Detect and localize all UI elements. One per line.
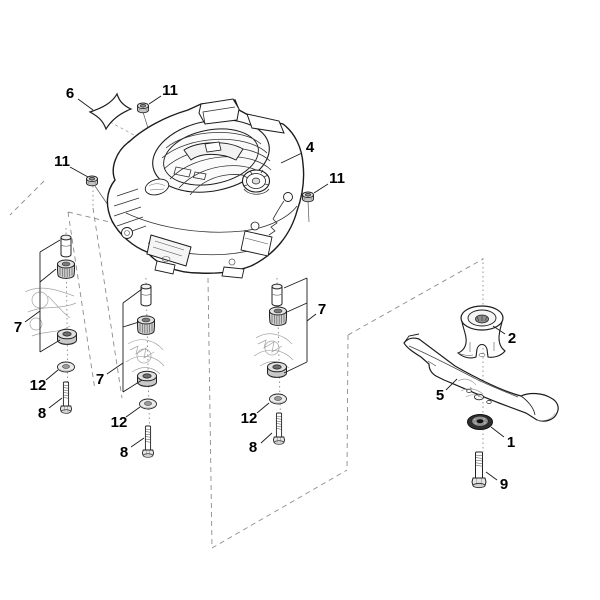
thin-guide-line [307,200,310,223]
callout-leader-line [306,313,317,322]
callout-leader-line [69,166,89,178]
callout-label-12-6[interactable]: 12 [30,377,47,394]
callout-leader-line [485,471,498,481]
bushing-washer [137,370,157,387]
callout-leader-line [313,183,329,194]
callout-leader-line [256,402,270,414]
callout-leader-line [130,437,145,448]
callout-leader-line [106,362,124,375]
blade-hub [456,305,506,359]
callout-leader-line [24,310,41,323]
dashed-plane-line [207,277,213,549]
callout-bracket-line [39,239,61,253]
mount-bolt [59,381,73,414]
callout-leader-line [490,426,505,438]
callout-label-2-14[interactable]: 2 [508,330,516,347]
callout-leader-line [45,369,59,381]
spark-plug-lead [268,192,293,236]
dashed-plane-line [346,334,349,471]
callout-leader-line [125,406,141,418]
callout-label-4-4[interactable]: 4 [306,139,315,156]
callout-leader-line [260,432,273,444]
callout-bracket-line [122,288,143,304]
callout-leader-line [445,378,458,391]
callout-label-11-3[interactable]: 11 [329,170,345,187]
callout-layer: 6 11 11 11 4 7 12 8 7 12 8 7 12 8 2 5 1 9 [14,82,516,493]
callout-label-6-0[interactable]: 6 [66,85,74,102]
construction-lines [9,111,484,549]
callout-label-11-2[interactable]: 11 [54,153,70,170]
mount-assembly-3 [253,283,294,445]
callout-bracket-line [39,339,61,353]
callout-bracket-line [286,302,308,313]
callout-label-7-8[interactable]: 7 [96,371,104,388]
washer [269,393,287,405]
callout-leader-line [492,325,506,335]
callout-label-12-12[interactable]: 12 [241,410,258,427]
flange-nut [137,102,149,114]
engine-illustration [106,98,305,279]
blade-bolt [471,451,487,489]
flange-nut [302,191,314,203]
washer [139,398,157,410]
foam-element [88,92,133,131]
blade-washer [467,414,493,430]
callout-bracket-line [39,268,57,283]
mount-boss-sketch [125,339,165,375]
knurled-bushing [268,306,288,326]
starter-handle-bracket [198,98,240,125]
callout-label-8-7[interactable]: 8 [38,405,46,422]
callout-label-5-15[interactable]: 5 [436,387,444,404]
knurled-bushing [56,259,76,279]
callout-bracket-line [283,361,308,374]
dashed-plane-line [9,180,45,216]
dashed-plane-line [92,207,123,399]
callout-leader-line [148,95,162,105]
callout-leader-line [77,98,94,111]
flange-nut [86,175,98,187]
callout-bracket-line [122,379,143,393]
engine-badge [144,178,170,196]
blade-stamp-marks [457,378,485,400]
dashed-plane-line [347,258,484,336]
stud [271,283,283,307]
callout-label-7-5[interactable]: 7 [14,319,22,336]
callout-label-7-11[interactable]: 7 [318,301,326,318]
dashed-plane-line [211,469,348,549]
carburetor [240,221,273,257]
bushing-washer [267,361,287,378]
stud [60,234,72,258]
stud [140,283,152,307]
mount-bolt [272,412,286,445]
dashed-plane-line [67,211,96,391]
washer [57,361,75,373]
callout-label-8-10[interactable]: 8 [120,444,128,461]
callout-label-8-13[interactable]: 8 [249,439,257,456]
mount-bolt [141,425,155,458]
callout-bracket-line [283,277,308,289]
callout-bracket-line [122,321,140,328]
callout-label-11-1[interactable]: 11 [162,82,178,99]
callout-label-9-17[interactable]: 9 [500,476,508,493]
callout-label-1-16[interactable]: 1 [507,434,515,451]
knurled-bushing [136,315,156,335]
assembly-axis-line [145,277,151,453]
blade-center-hole [474,393,484,401]
callout-label-12-9[interactable]: 12 [111,414,128,431]
callout-leader-line [280,152,303,164]
fuel-cap [241,169,271,195]
muffler [146,234,192,267]
mount-assembly-2 [125,283,165,458]
mount-boss-sketch [253,333,294,369]
callout-leader-line [48,397,63,409]
bushing-washer [57,328,77,345]
mower-blade [403,333,559,422]
